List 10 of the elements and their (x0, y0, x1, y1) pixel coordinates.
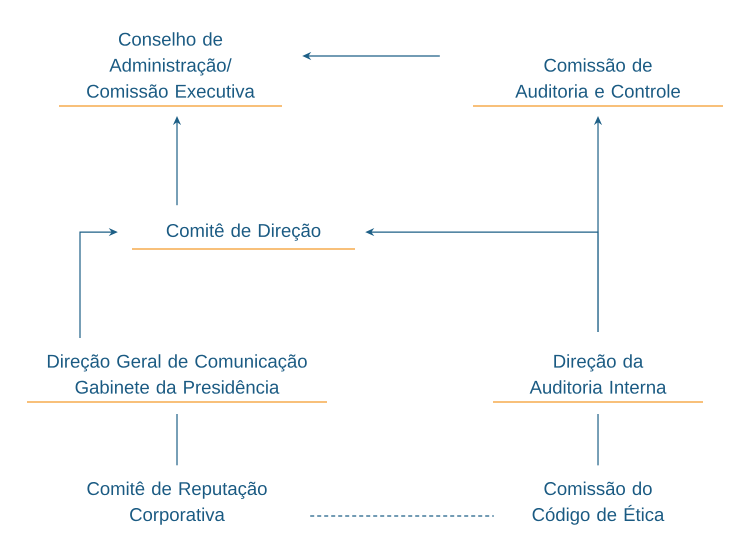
unit-label: Comitê de Reputação Corporativa (87, 482, 267, 525)
unit-title: Conselho de Administração/ Comissão Executiva (59, 32, 282, 107)
unit-title: Direção da Auditoria Interna (493, 354, 704, 403)
connector-line (597, 414, 599, 466)
dashed-line (310, 515, 494, 517)
unit-title: Comitê de Direção (132, 223, 355, 250)
unit-label: Comissão do Código de Ética (532, 482, 664, 525)
unit-title: Comissão de Auditoria e Controle (473, 58, 724, 107)
unit-title: Direção Geral de Comunicação Gabinete da Presidência (27, 354, 327, 403)
connector-line (176, 414, 178, 466)
